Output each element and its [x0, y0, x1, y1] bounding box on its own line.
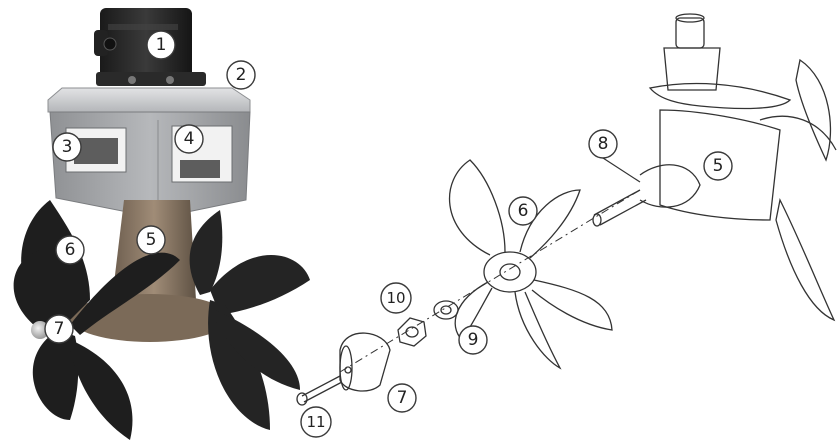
callout-6-left: 6	[55, 235, 85, 265]
callout-5-right: 5	[703, 151, 733, 181]
propeller-cap	[31, 321, 49, 339]
svg-text:3: 3	[62, 137, 73, 157]
svg-text:6: 6	[518, 201, 529, 221]
flange	[47, 87, 251, 113]
assembly-axis	[339, 189, 641, 373]
svg-text:1: 1	[156, 35, 167, 55]
callout-6-right: 6	[508, 196, 538, 226]
anode	[339, 332, 391, 392]
callout-8: 8	[588, 129, 641, 183]
svg-text:2: 2	[236, 65, 247, 85]
callout-7-left: 7	[44, 314, 74, 344]
propeller-shaft	[592, 164, 701, 227]
callout-9: 9	[458, 325, 488, 355]
callout-4: 4	[174, 124, 204, 154]
callout-10: 10	[380, 282, 412, 314]
svg-text:7: 7	[397, 388, 408, 408]
exploded-assembly	[296, 13, 837, 406]
washer	[433, 300, 459, 320]
assembled-thruster	[13, 8, 310, 440]
svg-text:11: 11	[306, 413, 325, 431]
left-propeller	[13, 200, 180, 440]
callout-1: 1	[146, 30, 176, 60]
svg-text:5: 5	[713, 156, 724, 176]
svg-text:5: 5	[146, 230, 157, 250]
svg-text:4: 4	[184, 129, 195, 149]
right-propeller	[189, 210, 310, 430]
screw	[296, 375, 343, 406]
callout-5-left: 5	[136, 225, 166, 255]
callout-3: 3	[52, 132, 82, 162]
svg-text:9: 9	[468, 330, 479, 350]
svg-text:7: 7	[54, 319, 65, 339]
motor	[94, 8, 206, 86]
callout-7-right: 7	[387, 383, 417, 413]
callout-2: 2	[226, 60, 256, 90]
svg-text:10: 10	[386, 289, 405, 307]
callout-11: 11	[300, 406, 332, 438]
svg-text:8: 8	[598, 134, 609, 154]
svg-text:6: 6	[65, 240, 76, 260]
gear-leg-line-art	[648, 13, 837, 322]
